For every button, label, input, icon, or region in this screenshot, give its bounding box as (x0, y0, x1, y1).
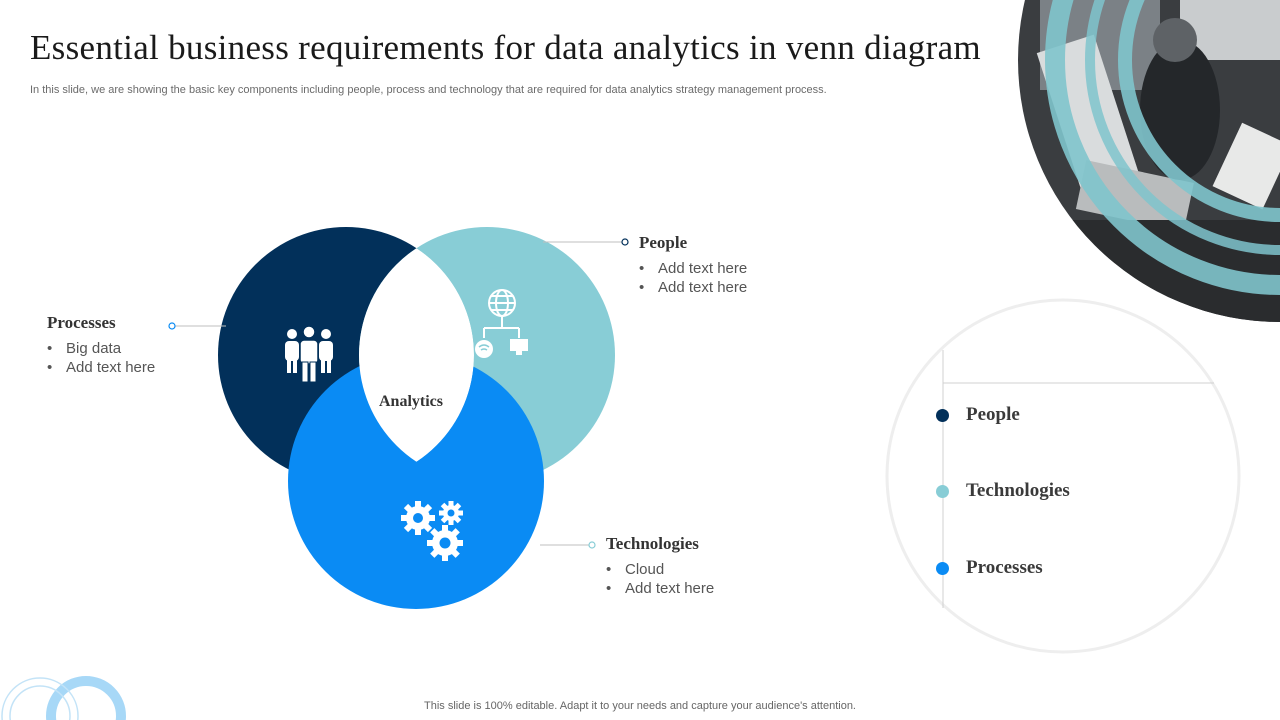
people-group-icon (285, 325, 333, 383)
technologies-label-block: Technologies Cloud Add text here (606, 534, 714, 598)
legend-item-technologies: Technologies (936, 480, 1070, 501)
venn-center-intersection (359, 227, 474, 483)
venn-diagram (218, 227, 615, 609)
people-label-block: People Add text here Add text here (639, 233, 747, 297)
slide-footer: This slide is 100% editable. Adapt it to… (424, 700, 856, 712)
network-globe-icon (475, 289, 528, 358)
office-photo (1018, 0, 1280, 322)
legend-dot (936, 484, 949, 498)
slide-subtitle: In this slide, we are showing the basic … (30, 84, 827, 96)
list-item: Cloud (606, 560, 714, 579)
legend-panel (885, 298, 1241, 654)
list-item: Add text here (47, 358, 155, 377)
legend-dot (936, 561, 949, 575)
list-item: Big data (47, 339, 155, 358)
people-label-list: Add text here Add text here (639, 259, 747, 297)
technologies-label-title: Technologies (606, 534, 699, 553)
processes-label-title: Processes (47, 313, 116, 332)
list-item: Add text here (606, 579, 714, 598)
legend-item-processes: Processes (936, 557, 1043, 578)
list-item: Add text here (639, 259, 747, 278)
connector-lines (168, 238, 629, 549)
list-item: Add text here (639, 278, 747, 297)
legend-item-people: People (936, 404, 1020, 425)
people-label-title: People (639, 233, 688, 252)
decorative-rings (1, 676, 126, 720)
gears-icon (401, 501, 463, 561)
legend-dot (936, 408, 949, 422)
venn-circle-technologies (288, 353, 544, 609)
legend-label: Processes (966, 557, 1043, 578)
processes-label-list: Big data Add text here (47, 339, 155, 377)
venn-center-label: Analytics (379, 393, 443, 410)
slide-title: Essential business requirements for data… (30, 28, 981, 67)
legend-label: Technologies (966, 480, 1070, 501)
technologies-label-list: Cloud Add text here (606, 560, 714, 598)
legend-label: People (966, 404, 1020, 425)
processes-label-block: Processes Big data Add text here (47, 313, 155, 377)
